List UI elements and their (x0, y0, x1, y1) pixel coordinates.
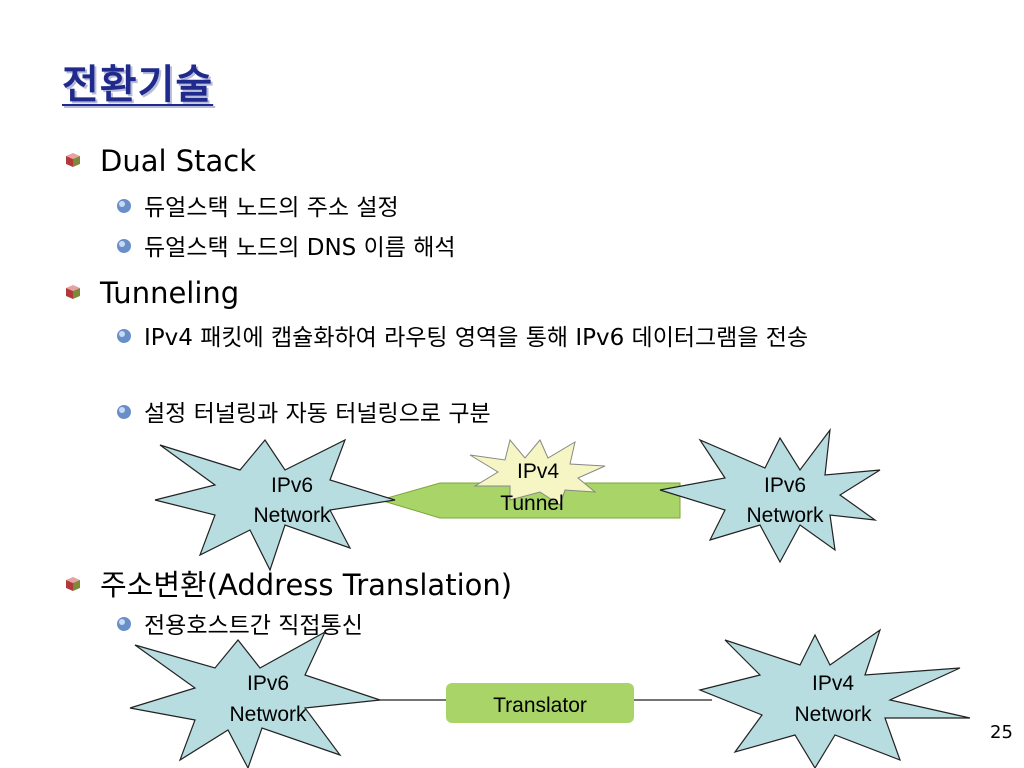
sub-bullet: 듀얼스택 노드의 주소 설정 (116, 192, 399, 224)
bullet-tunneling: Tunneling (64, 276, 239, 310)
bullet-cube-icon (66, 153, 80, 167)
tunnel-line2: Tunnel (500, 492, 563, 515)
right-network-line2: Network (746, 504, 824, 527)
tunnel-line1: IPv4 (517, 460, 559, 483)
right-ipv6-network-burst (659, 427, 881, 564)
sub-bullet: 설정 터널링과 자동 터널링으로 구분 (116, 398, 491, 430)
sub-bullet-text: 듀얼스택 노드의 DNS 이름 해석 (144, 235, 456, 261)
left-ipv6-network-burst (129, 630, 381, 768)
left-network-line2: Network (229, 703, 307, 726)
left-network-line2: Network (253, 504, 331, 527)
sub-bullet-text: 설정 터널링과 자동 터널링으로 구분 (144, 401, 491, 427)
page-title: 전환기술 (62, 62, 214, 108)
bullet-label: 주소변환(Address Translation) (100, 568, 513, 602)
page-number: 25 (990, 722, 1013, 743)
left-ipv6-network-burst (154, 438, 396, 572)
bullet-address-translation: 주소변환(Address Translation) (64, 562, 512, 604)
bullet-sphere-icon (117, 199, 131, 213)
right-network-line1: IPv4 (812, 672, 854, 695)
sub-bullet-text: IPv4 패킷에 캡슐화하여 라우팅 영역을 통해 IPv6 데이터그램을 전송 (144, 325, 809, 351)
bullet-sphere-icon (117, 239, 131, 253)
bullet-cube-icon (66, 285, 80, 299)
right-ipv4-network-burst (698, 628, 971, 768)
sub-bullet: 듀얼스택 노드의 DNS 이름 해석 (116, 232, 456, 264)
ipv4-tunnel-burst (469, 438, 606, 506)
bullet-label: Dual Stack (100, 144, 257, 178)
bullet-sphere-icon (117, 617, 131, 631)
bullet-label: Tunneling (100, 276, 240, 310)
translator-box (446, 683, 634, 723)
right-network-line1: IPv6 (764, 474, 806, 497)
bullet-sphere-icon (117, 329, 131, 343)
translator-label: Translator (493, 694, 587, 717)
bullet-sphere-icon (117, 405, 131, 419)
sub-bullet: IPv4 패킷에 캡슐화하여 라우팅 영역을 통해 IPv6 데이터그램을 전송 (116, 322, 984, 354)
sub-bullet-text: 전용호스트간 직접통신 (144, 613, 363, 639)
sub-bullet-text: 듀얼스택 노드의 주소 설정 (144, 195, 399, 221)
ipv4-tunnel-band (378, 482, 681, 519)
bullet-dual-stack: Dual Stack (64, 144, 256, 178)
left-network-line1: IPv6 (271, 474, 313, 497)
right-network-line2: Network (794, 703, 872, 726)
left-network-line1: IPv6 (247, 672, 289, 695)
bullet-cube-icon (66, 577, 80, 591)
sub-bullet: 전용호스트간 직접통신 (116, 610, 363, 642)
